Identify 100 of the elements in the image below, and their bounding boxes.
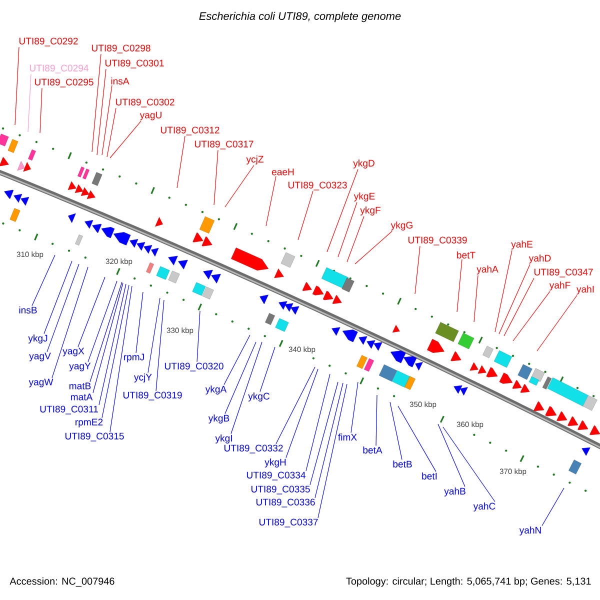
leader-line: [266, 176, 276, 226]
leader-line: [224, 164, 254, 208]
leader-line: [102, 284, 130, 418]
gene-label: betA: [363, 446, 382, 454]
gene-label: UTI89_C0336: [256, 498, 315, 508]
leader-line: [298, 190, 314, 240]
gene-label: ycjZ: [246, 156, 264, 164]
leader-line: [176, 136, 186, 188]
gene-label: matA: [70, 394, 93, 400]
leader-line: [44, 260, 72, 334]
gene-label: ykgH: [264, 458, 286, 468]
gene-label: ykgG: [390, 222, 412, 230]
gene-label: yahN: [519, 526, 541, 536]
gene-label: betI: [422, 472, 437, 480]
leader-line: [92, 282, 124, 394]
leader-line: [90, 282, 122, 382]
leader-line: [98, 284, 126, 406]
leader-line: [286, 368, 318, 458]
leader-line: [314, 382, 344, 498]
leader-line: [106, 108, 116, 158]
gene-label: UTI89_C0337: [259, 518, 318, 528]
gene-label: yagY: [69, 362, 91, 372]
gene-label: ykgA: [205, 386, 227, 394]
footer-text: Topology: circular; Length: 5,065,741 bp; Genes: 5,131: [346, 577, 591, 587]
leader-line: [136, 292, 144, 354]
gene-label: ykgF: [360, 206, 380, 216]
leader-line: [498, 264, 530, 334]
gene-label: UTI89_C0298: [92, 44, 150, 54]
leader-line: [354, 230, 392, 264]
gene-label: ykgC: [248, 392, 270, 402]
leader-line: [110, 286, 132, 432]
leader-line: [28, 74, 32, 132]
leader-line: [224, 334, 250, 386]
gene-label: ycjY: [134, 374, 152, 382]
gene-label: insB: [19, 306, 37, 314]
gene-label: UTI89_C0311: [40, 406, 98, 414]
leader-line: [46, 264, 80, 352]
gene-label: ykgB: [208, 414, 230, 424]
gene-label: ykgJ: [28, 334, 48, 344]
leader-line: [196, 310, 200, 362]
gene-label: betT: [457, 252, 476, 259]
gene-label: yagU: [140, 112, 162, 120]
gene-label: ykgE: [354, 192, 375, 202]
gene-label: yagX: [62, 348, 84, 356]
leader-line: [438, 424, 466, 488]
gene-label: yagV: [29, 352, 51, 362]
gene-label: yahC: [473, 502, 496, 512]
leader-line: [156, 300, 164, 392]
title: Escherichia coli UTI89, complete genome: [199, 12, 401, 22]
gene-label: matB: [69, 382, 91, 390]
gene-label: fimX: [338, 434, 357, 440]
gene-label: UTI89_C0319: [123, 392, 182, 400]
leader-line: [88, 280, 118, 362]
gene-label: ykgD: [353, 160, 374, 168]
leader-line: [260, 346, 276, 392]
gene-label: UTI89_C0302: [116, 98, 174, 108]
gene-label: UTI89_C0323: [288, 182, 347, 190]
leader-line: [376, 394, 378, 446]
leader-line: [542, 488, 564, 526]
gene-label: yahD: [528, 254, 551, 264]
gene-label: UTI89_C0339: [408, 236, 467, 246]
gene-label: UTI89_C0347: [534, 268, 593, 278]
gene-label: UTI89_C0295: [34, 78, 94, 88]
gene-label: eaeH: [272, 168, 294, 176]
gene-label: UTI89_C0317: [194, 140, 254, 150]
gene-label: UTI89_C0294: [30, 64, 88, 74]
gene-label: UTI89_C0332: [224, 444, 283, 454]
leader-line: [92, 54, 102, 152]
leader-line: [276, 366, 316, 444]
leader-line: [148, 298, 160, 374]
leader-line: [78, 276, 106, 348]
leader-line: [224, 342, 256, 414]
gene-label: yagW: [28, 378, 54, 388]
leader-line: [536, 294, 578, 352]
leader-line: [338, 202, 358, 258]
gene-label: rpmJ: [124, 354, 144, 362]
gene-label: UTI89_C0301: [105, 60, 164, 68]
gene-label: yahI: [576, 286, 594, 294]
leader-line: [442, 426, 496, 502]
leader-line: [474, 274, 478, 322]
leader-line: [110, 120, 142, 158]
leader-line: [390, 402, 402, 460]
leader-line: [306, 374, 330, 472]
gene-label: yahF: [549, 282, 570, 290]
leader-line: [512, 290, 550, 342]
gene-label: UTI89_C0320: [164, 362, 224, 372]
leader-line: [102, 85, 112, 156]
leader-line: [504, 278, 534, 336]
leader-line: [310, 382, 338, 486]
leader-line: [398, 406, 436, 472]
gene-label: betB: [393, 460, 412, 468]
gene-label: yahE: [511, 240, 532, 250]
gene-label: UTI89_C0335: [251, 486, 310, 494]
leader-line: [32, 254, 56, 306]
gene-label: ykgI: [215, 434, 232, 444]
gene-label: UTI89_C0312: [160, 126, 220, 136]
leader-line: [230, 342, 262, 434]
gene-label: UTI89_C0315: [65, 432, 124, 442]
gene-label: rpmE2: [76, 418, 103, 428]
leader-line: [350, 382, 358, 434]
